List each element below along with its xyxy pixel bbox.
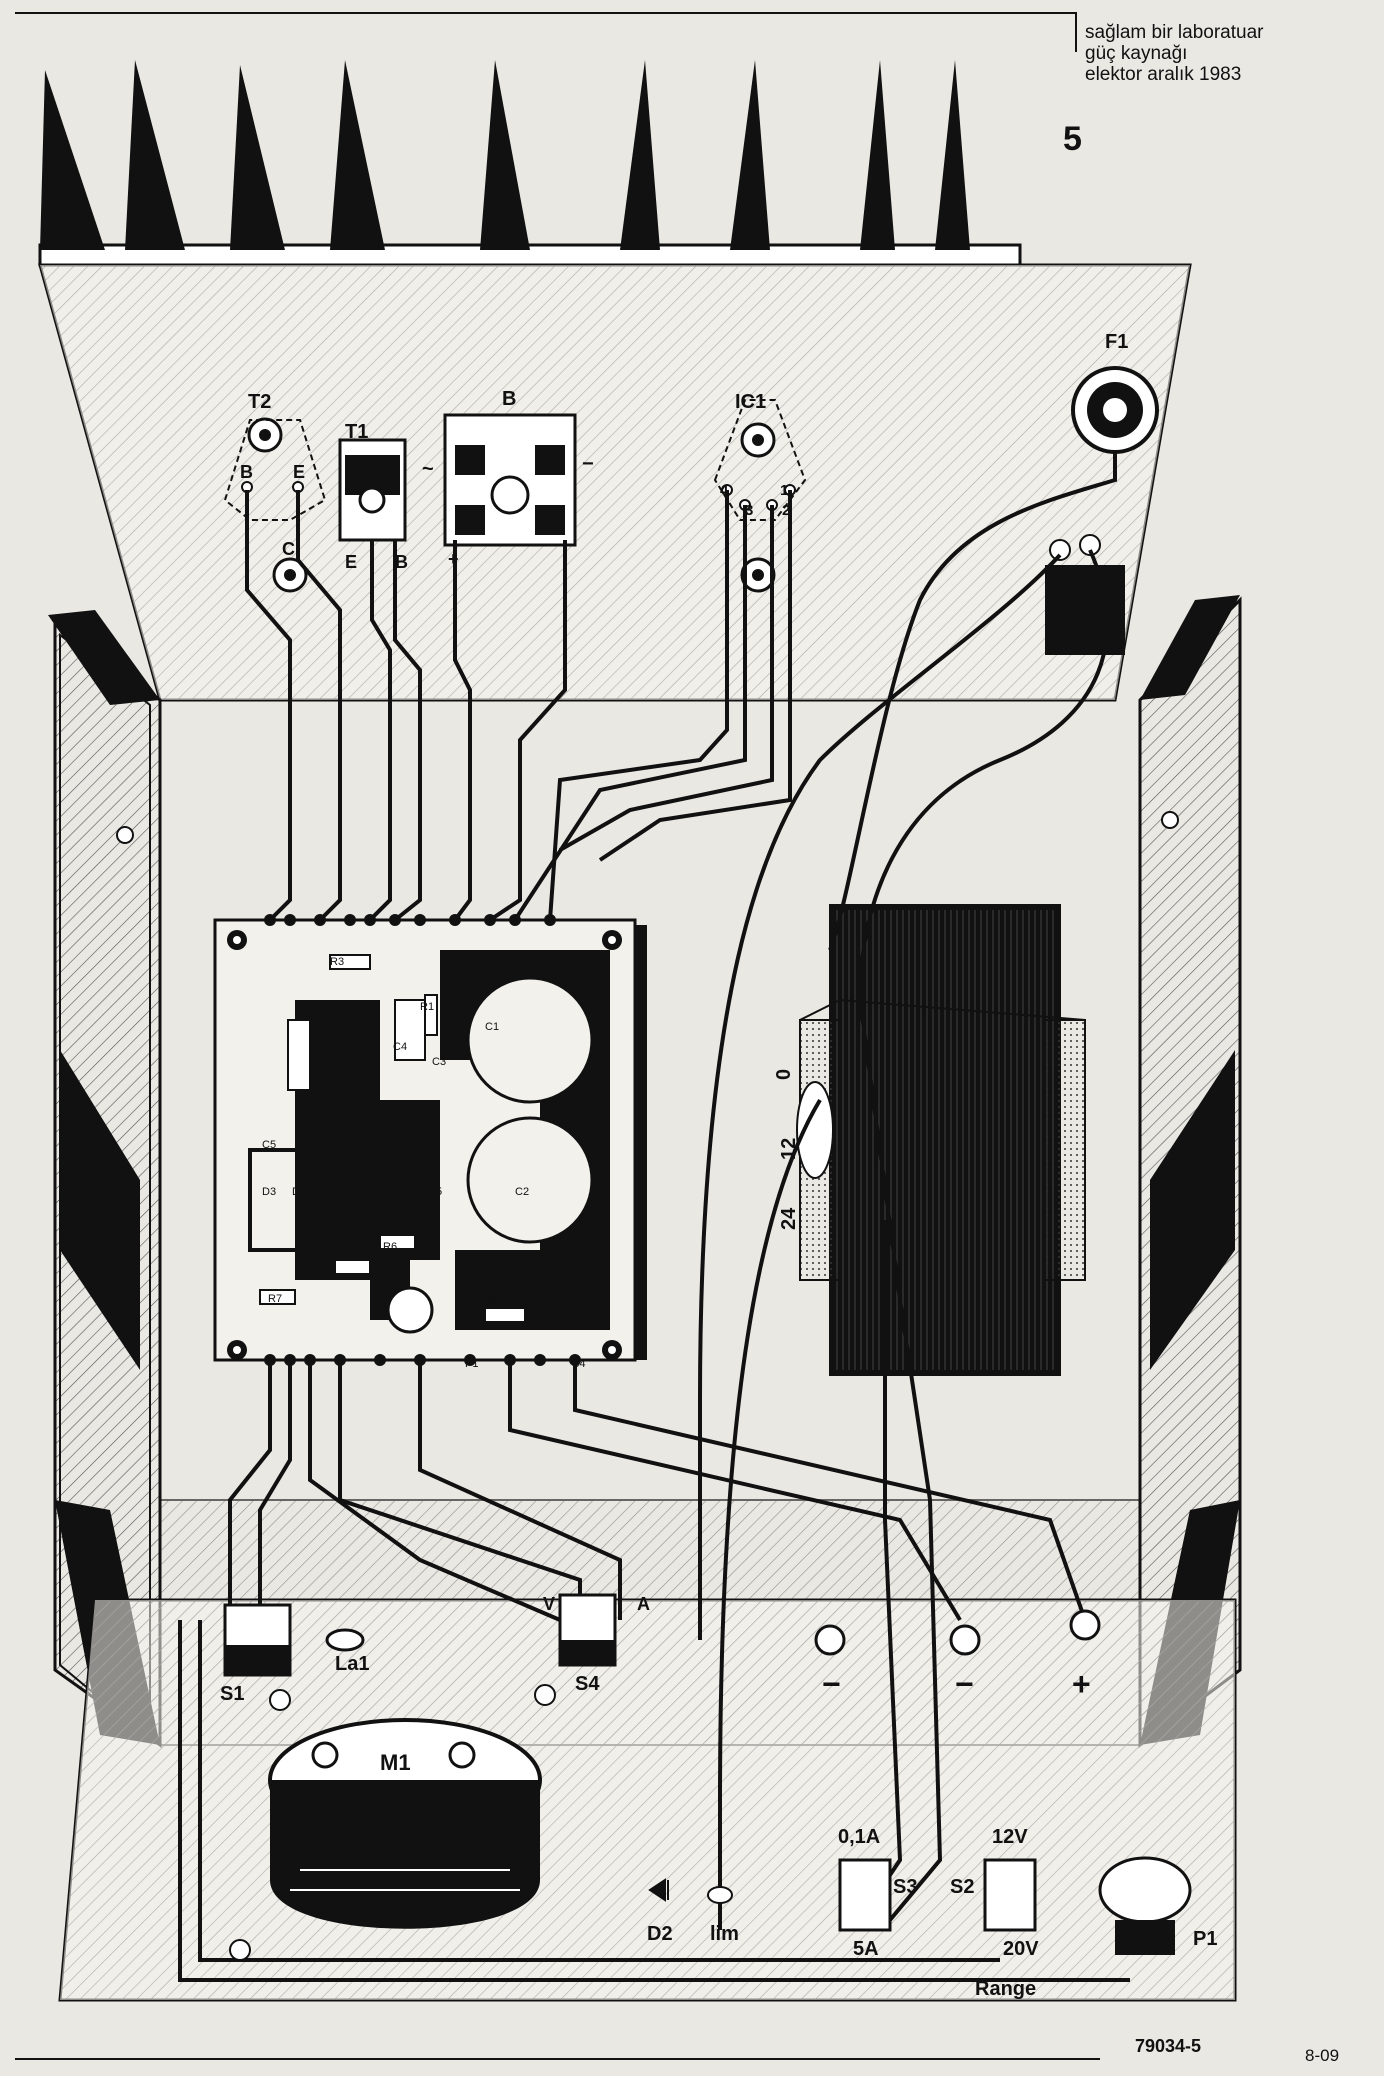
pcb-label-r6: R6 [383, 1241, 397, 1253]
pcb-label-c1: C1 [485, 1021, 499, 1033]
s2-bottom-label: 20V [1003, 1938, 1039, 1960]
tap-0-label: 0 [773, 1069, 795, 1080]
pcb-label-r1: R1 [420, 1001, 434, 1013]
bridge-ac: ~ [422, 458, 434, 480]
m1-minus: − [318, 1779, 336, 1812]
rear-panel [38, 263, 1192, 702]
t1-pin-b: B [395, 552, 408, 572]
transformer [796, 904, 1086, 1376]
pcb-label-d5: D5 [428, 1186, 442, 1198]
t1-pin-e: E [345, 552, 357, 572]
s4-a-label: A [637, 1594, 650, 1614]
footer-code: 79034-5 [1135, 2036, 1202, 2056]
pcb-label-d3: D3 [262, 1186, 276, 1198]
ic1-pin-4: 4 [720, 482, 729, 499]
header-line-3: elektor aralık 1983 [1085, 64, 1242, 85]
t2-pin-c: C [282, 539, 295, 559]
footer-rule [15, 2058, 1100, 2060]
bridge-minus: − [582, 453, 594, 475]
header-rule-vertical [1075, 12, 1077, 52]
bridge-plus: + [448, 549, 459, 569]
ic1-pin-2: 2 [782, 502, 790, 519]
pcb-label-t3: T3 [352, 1141, 365, 1153]
t2-pin-e: E [293, 462, 305, 482]
header-rule [15, 12, 1075, 14]
s3-bottom-label: 5A [853, 1938, 879, 1960]
header-caption: sağlam bir laboratuar güç kaynağı elekto… [1085, 22, 1263, 85]
footer-page: 8-09 [1305, 2046, 1340, 2065]
header-line-2: güç kaynağı [1085, 43, 1188, 64]
s1-label: S1 [220, 1683, 244, 1705]
pcb-label-c5: C5 [262, 1139, 276, 1151]
front-components [223, 1593, 1192, 1961]
pcb-label-c4: C4 [393, 1041, 407, 1053]
m1-label: M1 [380, 1750, 411, 1775]
s2-top-label: 12V [992, 1826, 1028, 1848]
tap-24-label: 24 [778, 1207, 800, 1230]
pcb-label-c2: C2 [515, 1186, 529, 1198]
figure-number: 5 [1063, 120, 1082, 158]
bridge-label: B [502, 388, 516, 410]
pcb-label-r7: R7 [268, 1293, 282, 1305]
rear-components [223, 366, 1159, 655]
p1-label: P1 [1193, 1928, 1217, 1950]
ic1-pin-3: 3 [745, 502, 753, 519]
pcb-label-c3: C3 [432, 1056, 446, 1068]
t1-label: T1 [345, 421, 368, 443]
f1-label: F1 [1105, 331, 1128, 353]
m1-plus: + [458, 1779, 476, 1812]
pcb-label-r3: R3 [330, 956, 344, 968]
output-terminal-minus-2: − [955, 1666, 974, 1702]
lim-label: lim [710, 1923, 739, 1945]
d2-label: D2 [647, 1923, 673, 1945]
ic1-label: IC1 [735, 391, 766, 413]
t2-pin-b: B [240, 462, 253, 482]
s4-label: S4 [575, 1673, 600, 1695]
pcb-label-d1: D1 [405, 1116, 419, 1128]
s2-label: S2 [950, 1876, 974, 1898]
s3-label: S3 [893, 1876, 917, 1898]
ic1-pin-1: 1 [780, 482, 788, 499]
heatsink [38, 60, 1022, 267]
s3-top-label: 0,1A [838, 1826, 880, 1848]
range-label: Range [975, 1978, 1036, 2000]
pcb-label-p1: P1 [465, 1358, 478, 1370]
t2-label: T2 [248, 391, 271, 413]
pcb-label-c6: C6 [480, 1296, 494, 1308]
output-terminal-plus: + [1072, 1666, 1091, 1702]
header-line-1: sağlam bir laboratuar [1085, 22, 1264, 43]
pcb-label-r5: R5 [318, 1236, 332, 1248]
output-terminal-minus-1: − [822, 1666, 841, 1702]
s4-v-label: V [543, 1594, 555, 1614]
la1-label: La1 [335, 1653, 369, 1675]
pcb-label-d4: D4 [292, 1186, 306, 1198]
